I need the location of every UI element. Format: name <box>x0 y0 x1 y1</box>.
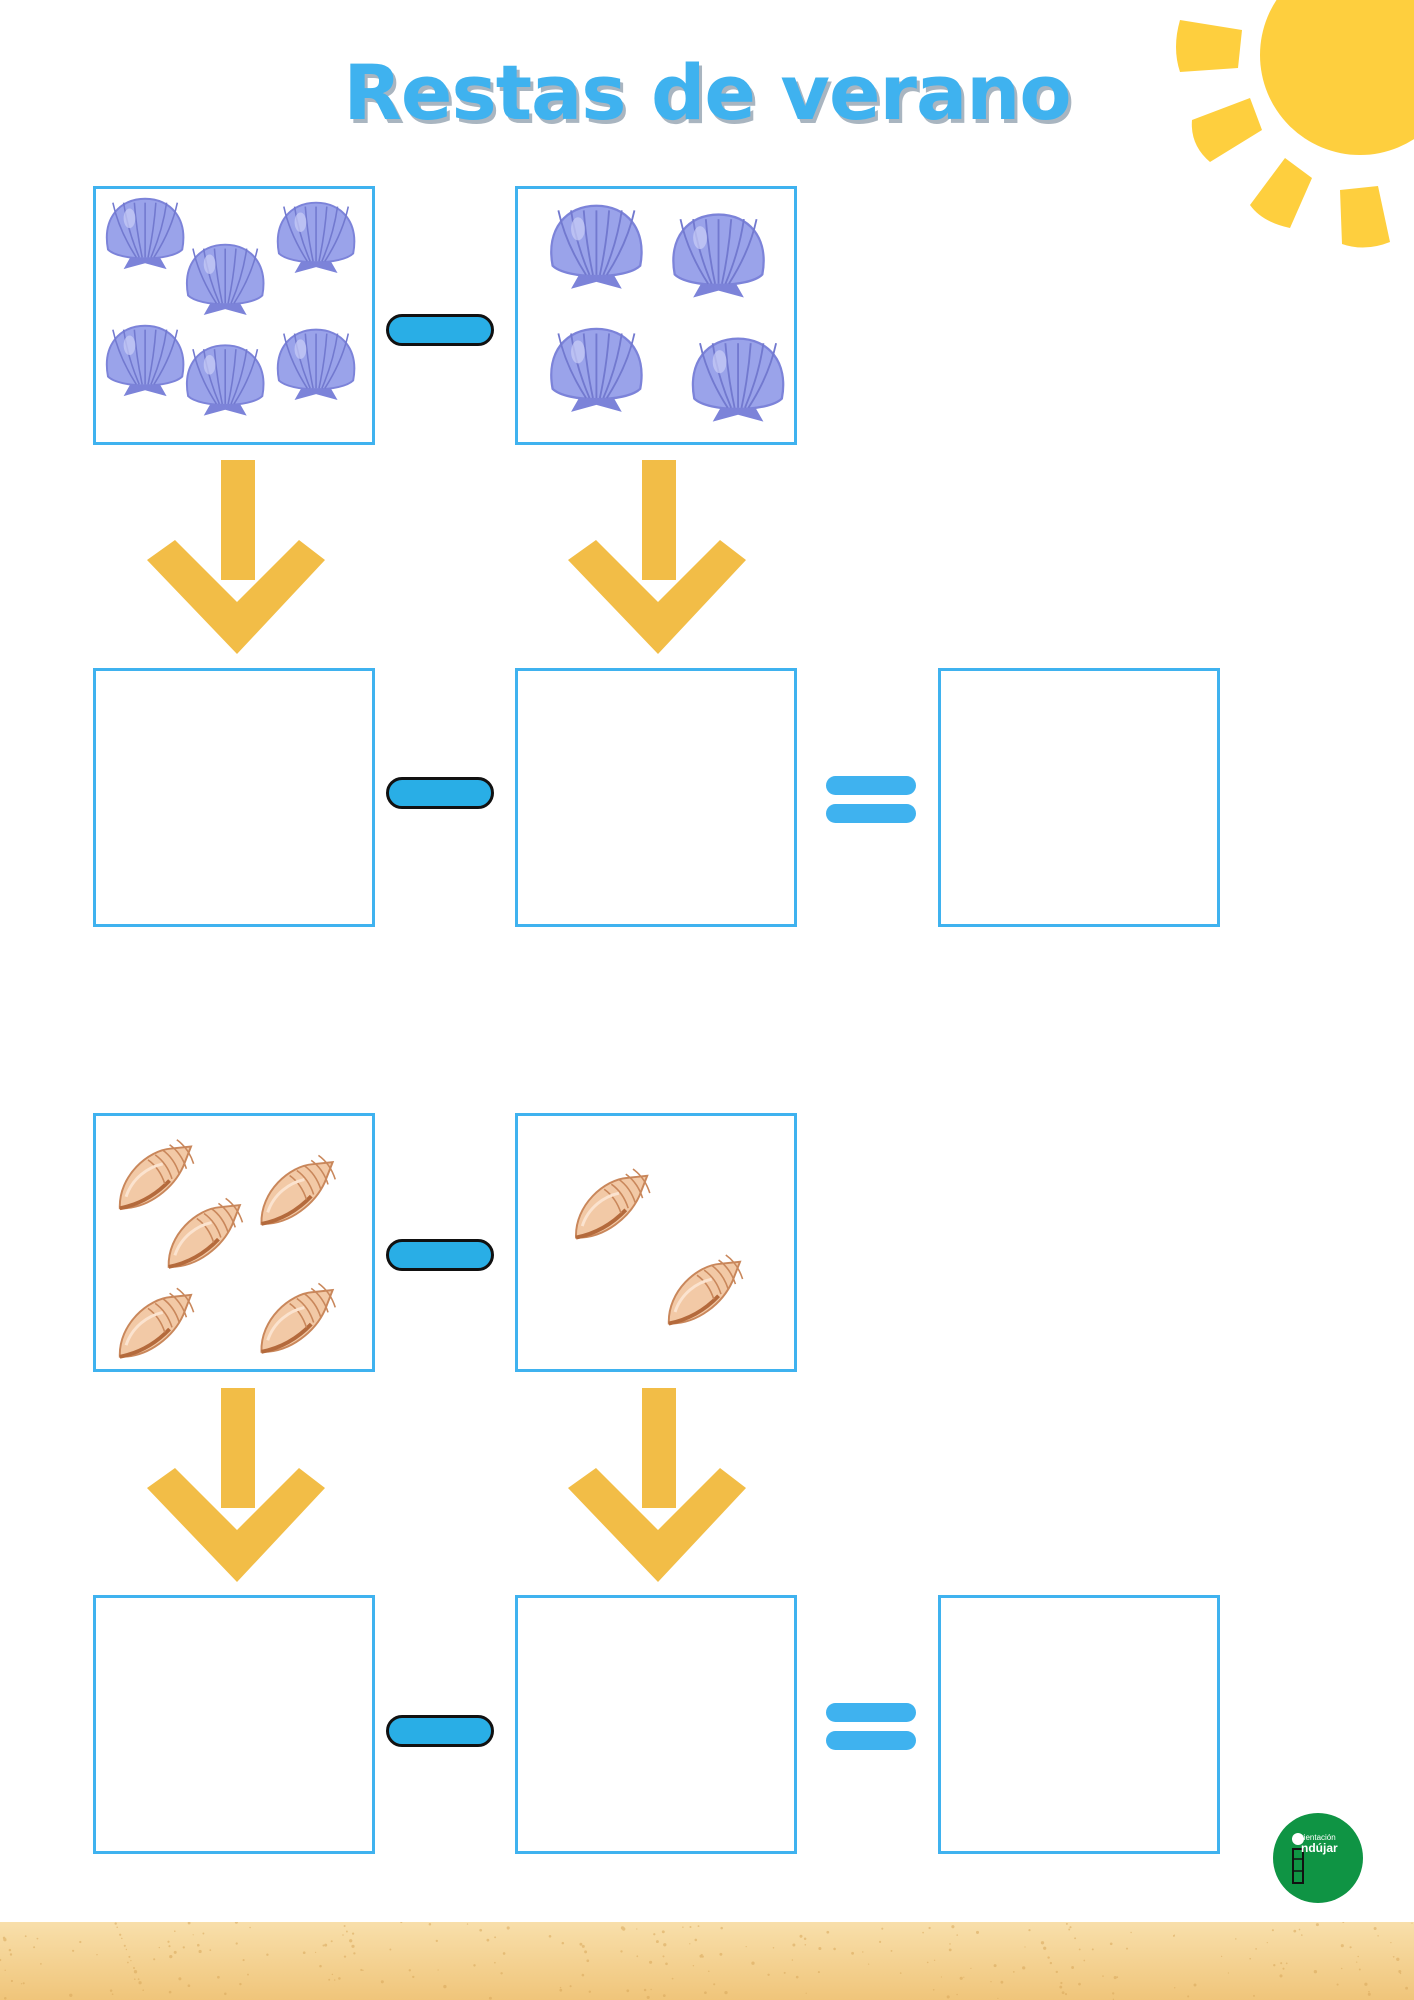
scallop-shell-icon <box>186 344 265 416</box>
scallop-shell-icon <box>276 201 356 274</box>
scallop-shell-icon <box>105 324 185 397</box>
scallop-shell-icon <box>276 328 356 400</box>
conch-shell-icon <box>118 1287 195 1359</box>
subtrahend-answer-box[interactable] <box>515 1595 797 1854</box>
conch-shell-icon <box>667 1254 744 1326</box>
page-title: Restas de verano <box>343 48 1071 137</box>
minuend-picture-box <box>93 186 375 445</box>
minus-sign <box>386 1715 494 1747</box>
logo-line2: ndújar <box>1301 1841 1338 1855</box>
scallop-shell-group <box>105 197 356 416</box>
subtrahend-picture-box <box>515 1113 797 1372</box>
conch-shell-group <box>118 1139 336 1359</box>
down-arrow-icon <box>147 1388 325 1582</box>
minuend-answer-box[interactable] <box>93 1595 375 1854</box>
conch-shell-icon <box>118 1139 195 1211</box>
result-answer-box[interactable] <box>938 668 1220 927</box>
subtrahend-picture-box <box>515 186 797 445</box>
down-arrow-icon <box>147 460 325 654</box>
conch-shell-icon <box>575 1168 651 1240</box>
equals-sign <box>826 776 916 826</box>
minuend-answer-box[interactable] <box>93 668 375 927</box>
equals-sign <box>826 1703 916 1753</box>
minus-sign <box>386 314 494 346</box>
down-arrow-icon <box>568 1388 746 1582</box>
logo-line1: rientación <box>1301 1833 1336 1842</box>
scallop-shell-icon <box>550 204 643 289</box>
minus-sign <box>386 1239 494 1271</box>
scallop-shell-group <box>550 204 785 422</box>
sun-icon <box>1176 0 1414 248</box>
scallop-shell-icon <box>672 213 765 298</box>
scallop-shell-icon <box>691 337 785 422</box>
orientacion-andujar-logo: rientación ndújar <box>1273 1813 1363 1903</box>
minuend-picture-box <box>93 1113 375 1372</box>
conch-shell-group <box>575 1168 744 1326</box>
scallop-shell-icon <box>105 197 185 270</box>
pencil-icon <box>1292 1833 1304 1884</box>
scallop-shell-icon <box>186 243 265 316</box>
subtrahend-answer-box[interactable] <box>515 668 797 927</box>
conch-shell-icon <box>260 1282 336 1354</box>
conch-shell-icon <box>167 1197 244 1269</box>
minus-sign <box>386 777 494 809</box>
sand-footer <box>0 1922 1414 2000</box>
conch-shell-icon <box>260 1154 336 1226</box>
down-arrow-icon <box>568 460 746 654</box>
scallop-shell-icon <box>550 327 643 412</box>
result-answer-box[interactable] <box>938 1595 1220 1854</box>
